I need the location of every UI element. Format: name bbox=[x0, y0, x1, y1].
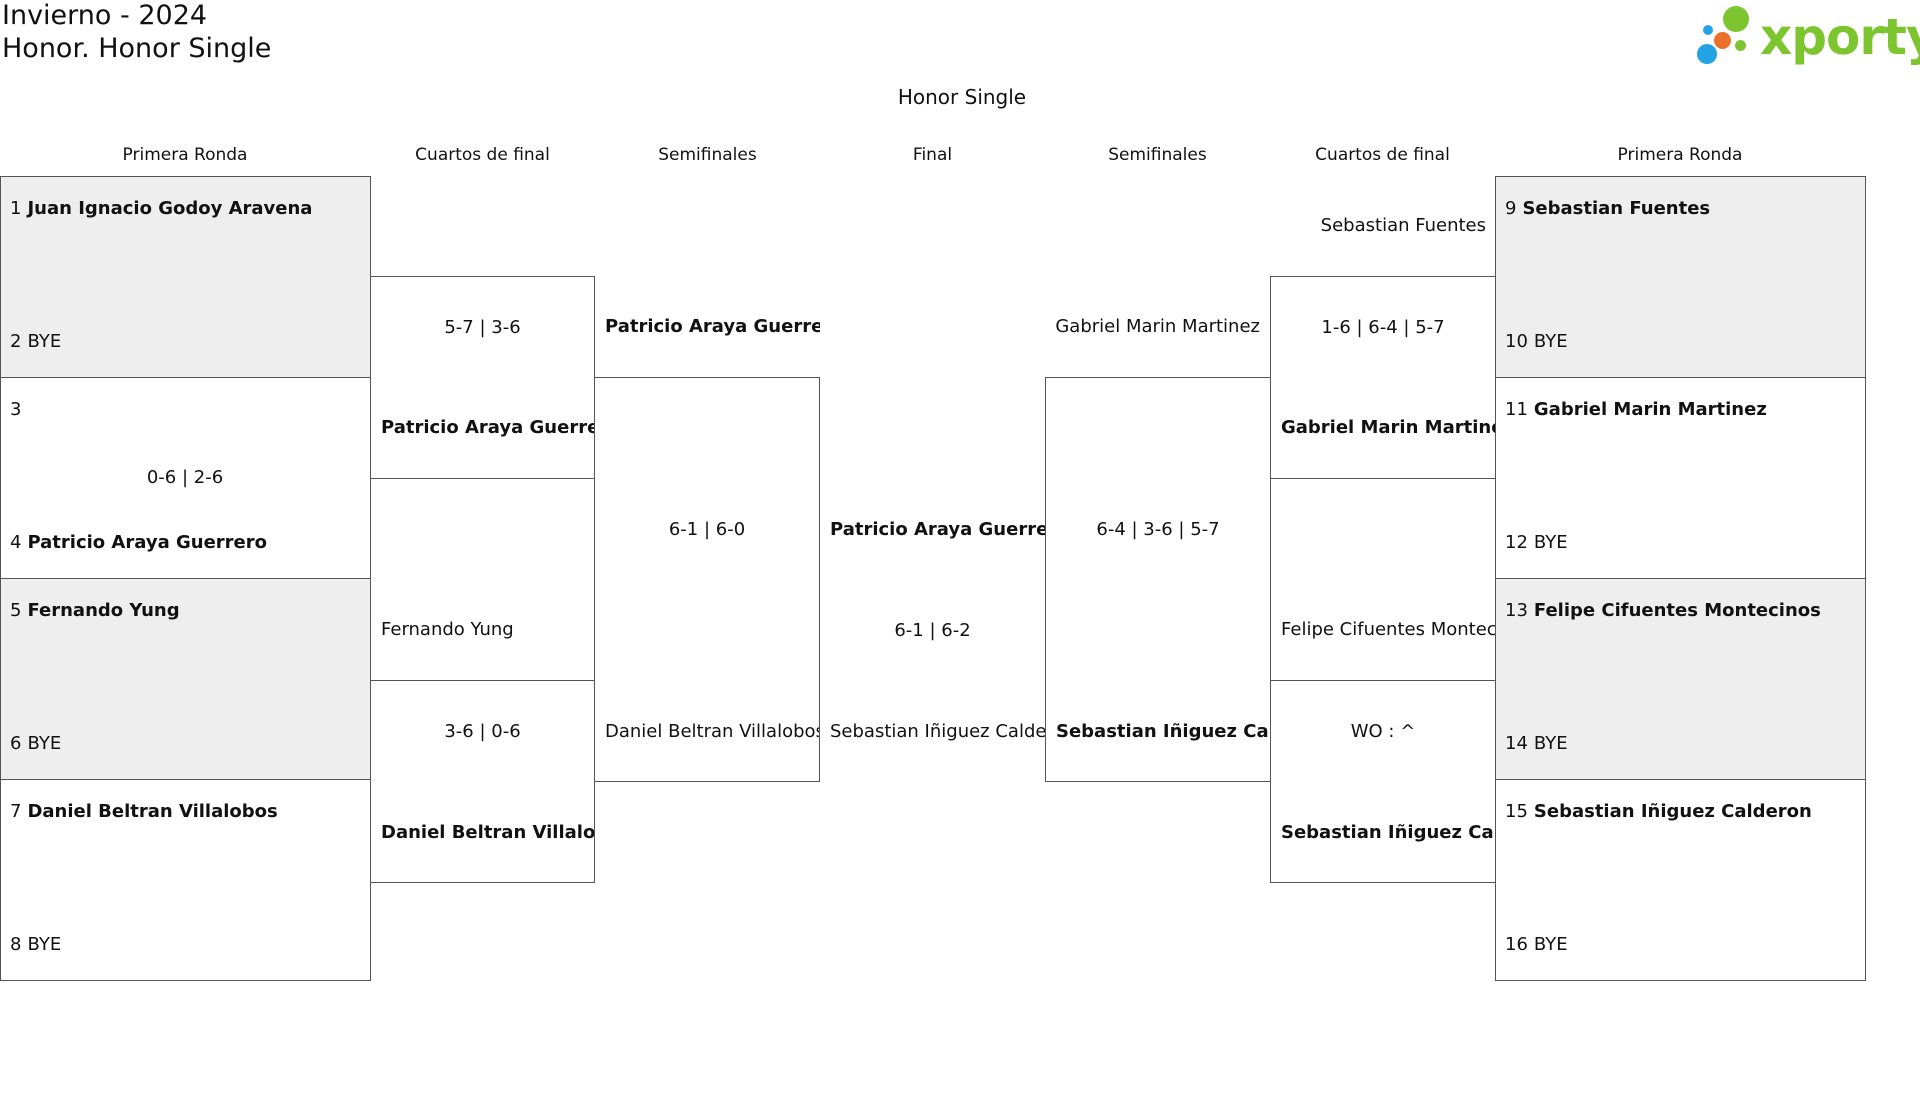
final-winner: Patricio Araya Guerrero bbox=[830, 519, 1045, 540]
logo-wordmark: xporty bbox=[1760, 8, 1920, 66]
round-header-left-r1: Primera Ronda bbox=[122, 145, 248, 165]
match-score-sf-left: 6-1 | 6-0 bbox=[668, 519, 746, 540]
qf-winner-left-top: Patricio Araya Guerrero bbox=[381, 417, 594, 438]
qf-winner-left-bottom: Daniel Beltran Villalobos bbox=[381, 822, 594, 843]
match-score-qf-left-top: 5-7 | 3-6 bbox=[444, 317, 521, 338]
match-box-sf-right bbox=[1045, 377, 1271, 782]
match-box-qf-right-bottom bbox=[1270, 680, 1496, 883]
logo-dot-orange bbox=[1714, 32, 1731, 49]
round-header-right-qf: Cuartos de final bbox=[1315, 145, 1450, 165]
match-box-qf-left-bottom bbox=[370, 680, 595, 883]
round-header-left-qf: Cuartos de final bbox=[415, 145, 550, 165]
match-score-qf-right-bottom: WO : ^ bbox=[1350, 721, 1416, 742]
bracket-title: Honor Single bbox=[897, 85, 1027, 109]
match-box-r1-7 bbox=[1495, 578, 1866, 780]
final-runner-up: Sebastian Iñiguez Calderon bbox=[830, 721, 1045, 742]
logo-dot-small-blue bbox=[1703, 25, 1713, 35]
qf-winner-right-top: Gabriel Marin Martinez bbox=[1281, 417, 1495, 438]
round-header-left-sf: Semifinales bbox=[658, 145, 757, 165]
match-score-sf-right: 6-4 | 3-6 | 5-7 bbox=[1096, 519, 1220, 540]
qf-entry-right-top-top: Sebastian Fuentes bbox=[1320, 215, 1486, 236]
round-header-right-r1: Primera Ronda bbox=[1617, 145, 1743, 165]
season-title: Invierno - 2024 bbox=[2, 0, 208, 31]
match-score-qf-left-bottom: 3-6 | 0-6 bbox=[444, 721, 521, 742]
match-box-r1-3 bbox=[0, 578, 371, 780]
round-header-final: Final bbox=[912, 145, 953, 165]
logo-dot-green bbox=[1723, 6, 1749, 32]
sf-winner-left-top: Patricio Araya Guerrero bbox=[605, 316, 820, 337]
logo-dot-blue bbox=[1697, 44, 1717, 64]
round-header-right-sf: Semifinales bbox=[1108, 145, 1207, 165]
match-box-r1-1 bbox=[0, 176, 371, 378]
xporty-logo: xporty bbox=[1695, 2, 1920, 72]
category-title: Honor. Honor Single bbox=[2, 33, 272, 64]
match-score-final: 6-1 | 6-2 bbox=[894, 620, 971, 641]
sf-entry-right-top: Gabriel Marin Martinez bbox=[1055, 316, 1260, 337]
sf-winner-right-bottom: Sebastian Iñiguez Calderon bbox=[1056, 721, 1270, 742]
match-box-sf-left bbox=[594, 377, 820, 782]
qf-entry-left-bottom-top: Fernando Yung bbox=[381, 619, 514, 640]
qf-entry-right-bottom-top: Felipe Cifuentes Montecinos bbox=[1281, 619, 1495, 640]
match-box-qf-right-top bbox=[1270, 276, 1496, 479]
match-box-qf-left-top bbox=[370, 276, 595, 479]
match-score-qf-right-top: 1-6 | 6-4 | 5-7 bbox=[1321, 317, 1445, 338]
qf-winner-right-bottom: Sebastian Iñiguez Calderon bbox=[1281, 822, 1495, 843]
player-slot-3: 3 bbox=[10, 399, 22, 420]
sf-entry-left-bottom: Daniel Beltran Villalobos bbox=[605, 721, 819, 742]
match-score-r1-2: 0-6 | 2-6 bbox=[146, 467, 224, 488]
logo-dot-small-green bbox=[1735, 40, 1746, 51]
match-box-r1-5 bbox=[1495, 176, 1866, 378]
